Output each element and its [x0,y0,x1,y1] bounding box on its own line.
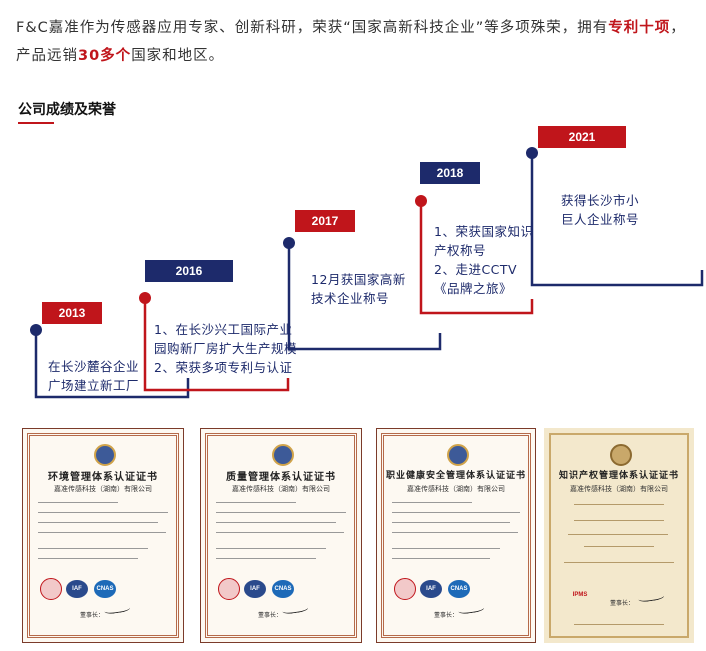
timeline-connectors [30,147,704,399]
certificate-company: 嘉准传感科技（湖南）有限公司 [54,485,152,493]
achievement-2013: 在长沙麓谷企业 广场建立新工厂 [48,357,139,395]
year-badge-2021: 2021 [538,126,626,148]
year-badge-2017: 2017 [295,210,355,232]
intro-text-3: 国家和地区。 [131,48,225,64]
year-badge-2018: 2018 [420,162,480,184]
certificate-title: 知识产权管理体系认证证书 [558,471,679,481]
patent-count-highlight: 专利十项 [608,20,671,36]
red-stamp-icon [218,578,240,600]
iaf-seal-icon: IAF [244,580,266,598]
country-count-highlight: 30多个 [78,48,132,64]
cnas-seal-icon: CNAS [448,580,470,598]
cnas-seal-icon: CNAS [94,580,116,598]
certificate-company: 嘉准传感科技（湖南）有限公司 [407,485,505,493]
signature-label: 董事长： [80,612,105,619]
timeline-dot-2018 [415,195,427,207]
certificate-company: 嘉准传感科技（湖南）有限公司 [570,485,668,493]
achievement-line: 获得长沙市小 [561,193,640,208]
achievement-2018: 1、荣获国家知识 产权称号 2、走进CCTV 《品牌之旅》 [434,222,533,298]
timeline-dot-2016 [139,292,151,304]
certificate-quality: 质量管理体系认证证书 嘉准传感科技（湖南）有限公司 IAF CNAS 董事长： [200,428,362,643]
red-stamp-icon [40,578,62,600]
timeline-dot-2021 [526,147,538,159]
intro-paragraph: F&C嘉准作为传感器应用专家、创新科研，荣获“国家高新科技企业”等多项殊荣，拥有… [16,14,696,70]
connector-2021 [530,153,704,287]
year-badge-2013: 2013 [42,302,102,324]
achievement-line: 12月获国家高新 [311,272,406,287]
achievement-line: 产权称号 [434,243,487,258]
ipms-seal-icon: IPMS [572,592,588,598]
connector-2018 [419,201,534,315]
achievement-line: 巨人企业称号 [561,212,640,227]
year-badge-2016: 2016 [145,260,233,282]
achievement-line: 广场建立新工厂 [48,378,140,393]
achievement-line: 2、荣获多项专利与认证 [154,360,293,375]
intro-text-1: F&C嘉准作为传感器应用专家、创新科研，荣获“国家高新科技企业”等多项殊荣，拥有 [16,20,609,36]
signature-label: 董事长： [434,612,459,619]
achievement-2017: 12月获国家高新 技术企业称号 [311,270,406,308]
certificate-title: 环境管理体系认证证书 [48,472,158,483]
iaf-seal-icon: IAF [420,580,442,598]
achievement-line: 2、走进CCTV [434,262,518,277]
certificate-emblem-icon [447,444,469,466]
certificate-title: 职业健康安全管理体系认证证书 [385,471,526,481]
achievement-line: 1、荣获国家知识 [434,224,534,239]
achievement-line: 在长沙麓谷企业 [48,359,140,374]
certificates-row: 环境管理体系认证证书 嘉准传感科技（湖南）有限公司 IAF CNAS 董事长： … [0,421,706,651]
achievement-line: 技术企业称号 [311,291,390,306]
intro-text-2: ，产品远销 [16,20,686,64]
connector-2017 [287,243,442,351]
signature-label: 董事长： [258,612,283,619]
achievement-line: 园购新厂房扩大生产规模 [154,341,298,356]
achievement-2021: 获得长沙市小 巨人企业称号 [561,191,639,229]
certificate-emblem-icon [272,444,294,466]
certificate-intellectual-property: 知识产权管理体系认证证书 嘉准传感科技（湖南）有限公司 IPMS 董事长： [544,428,694,643]
signature-label: 董事长： [610,600,635,607]
connector-2013 [34,330,190,399]
red-stamp-icon [394,578,416,600]
connector-2016 [143,298,290,392]
cnas-seal-icon: CNAS [272,580,294,598]
certificate-environmental: 环境管理体系认证证书 嘉准传感科技（湖南）有限公司 IAF CNAS 董事长： [22,428,184,643]
certificate-emblem-icon [610,444,632,466]
certificate-emblem-icon [94,444,116,466]
certificate-title: 质量管理体系认证证书 [226,472,336,483]
achievement-line: 1、在长沙兴工国际产业 [154,322,293,337]
section-title-underline [18,122,54,124]
iaf-seal-icon: IAF [66,580,88,598]
timeline-dot-2017 [283,237,295,249]
certificate-company: 嘉准传感科技（湖南）有限公司 [232,485,330,493]
certificate-occupational-health: 职业健康安全管理体系认证证书 嘉准传感科技（湖南）有限公司 IAF CNAS 董… [376,428,536,643]
achievement-2016: 1、在长沙兴工国际产业 园购新厂房扩大生产规模 2、荣获多项专利与认证 [154,320,297,377]
section-title: 公司成绩及荣誉 [18,102,116,118]
timeline-dot-2013 [30,324,42,336]
achievement-line: 《品牌之旅》 [434,281,513,296]
